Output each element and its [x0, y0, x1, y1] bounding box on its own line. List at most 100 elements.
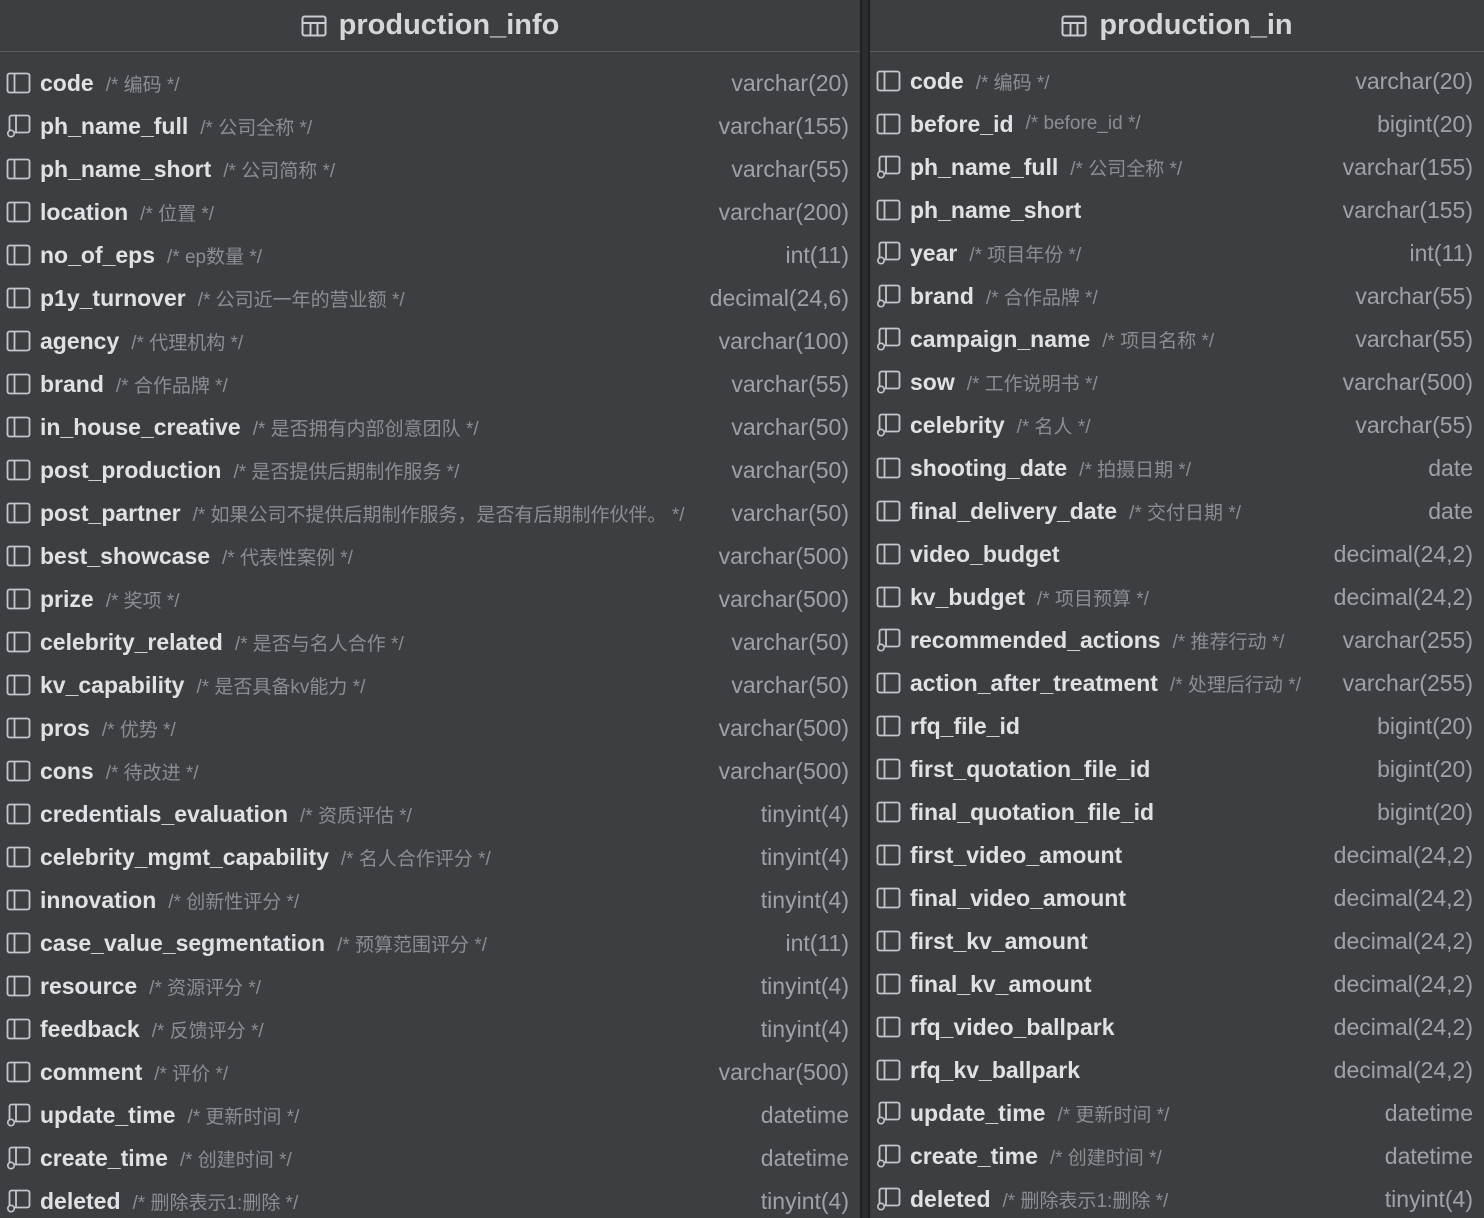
column-comment: /* 更新时间 */	[1057, 1104, 1170, 1126]
column-comment: /* ep数量 */	[167, 246, 263, 268]
column-row[interactable]: location/* 位置 */varchar(200)	[0, 191, 860, 234]
column-row[interactable]: case_value_segmentation/* 预算范围评分 */int(1…	[0, 922, 860, 965]
column-type: varchar(255)	[1342, 669, 1473, 696]
indexed-column-icon	[6, 114, 32, 138]
column-row[interactable]: action_after_treatment/* 处理后行动 */varchar…	[870, 662, 1484, 705]
column-row[interactable]: pros/* 优势 */varchar(500)	[0, 707, 860, 750]
column-row[interactable]: cons/* 待改进 */varchar(500)	[0, 750, 860, 793]
column-row[interactable]: create_time/* 创建时间 */datetime	[870, 1135, 1484, 1178]
column-comment: /* 创建时间 */	[1049, 1147, 1162, 1169]
column-name: deleted	[910, 1185, 991, 1212]
column-icon	[876, 499, 902, 523]
column-name: best_showcase	[40, 542, 211, 569]
column-row[interactable]: no_of_eps/* ep数量 */int(11)	[0, 234, 860, 277]
column-type: varchar(500)	[718, 542, 849, 569]
column-name: kv_capability	[40, 671, 185, 698]
column-type: decimal(24,2)	[1333, 1013, 1473, 1040]
column-icon	[876, 585, 902, 609]
column-row[interactable]: innovation/* 创新性评分 */tinyint(4)	[0, 879, 860, 922]
column-row[interactable]: brand/* 合作品牌 */varchar(55)	[870, 275, 1484, 318]
column-row[interactable]: deleted/* 删除表示1:删除 */tinyint(4)	[870, 1178, 1484, 1218]
column-row[interactable]: resource/* 资源评分 */tinyint(4)	[0, 965, 860, 1008]
column-type: varchar(155)	[1342, 153, 1473, 180]
column-name: final_video_amount	[910, 884, 1126, 911]
column-comment: /* 项目预算 */	[1037, 588, 1149, 610]
column-icon	[6, 243, 32, 267]
column-icon	[6, 544, 32, 568]
column-row[interactable]: agency/* 代理机构 */varchar(100)	[0, 320, 860, 363]
column-comment: /* 是否与名人合作 */	[234, 633, 404, 655]
column-row[interactable]: code/* 编码 */varchar(20)	[870, 60, 1484, 103]
column-icon	[6, 329, 32, 353]
column-row[interactable]: post_production/* 是否提供后期制作服务 */varchar(5…	[0, 449, 860, 492]
column-row[interactable]: kv_budget/* 项目预算 */decimal(24,2)	[870, 576, 1484, 619]
column-row[interactable]: comment/* 评价 */varchar(500)	[0, 1051, 860, 1094]
column-row[interactable]: shooting_date/* 拍摄日期 */date	[870, 447, 1484, 490]
column-comment: /* 是否具备kv能力 */	[196, 676, 366, 698]
column-row[interactable]: before_id/* before_id */bigint(20)	[870, 103, 1484, 146]
column-name: video_budget	[910, 540, 1060, 567]
column-row[interactable]: year/* 项目年份 */int(11)	[870, 232, 1484, 275]
column-row[interactable]: recommended_actions/* 推荐行动 */varchar(255…	[870, 619, 1484, 662]
column-name: final_delivery_date	[910, 497, 1118, 524]
column-type: varchar(500)	[718, 585, 849, 612]
column-row[interactable]: ph_name_short/* 公司简称 */varchar(55)	[0, 148, 860, 191]
column-comment: /* 编码 */	[975, 72, 1050, 94]
column-row[interactable]: brand/* 合作品牌 */varchar(55)	[0, 363, 860, 406]
column-name: action_after_treatment	[910, 669, 1158, 696]
column-name: first_video_amount	[910, 841, 1123, 868]
column-row[interactable]: kv_capability/* 是否具备kv能力 */varchar(50)	[0, 664, 860, 707]
column-type: tinyint(4)	[760, 1187, 849, 1214]
column-type: varchar(55)	[731, 155, 849, 182]
column-row[interactable]: prize/* 奖项 */varchar(500)	[0, 578, 860, 621]
column-row[interactable]: feedback/* 反馈评分 */tinyint(4)	[0, 1008, 860, 1051]
column-row[interactable]: p1y_turnover/* 公司近一年的营业额 */decimal(24,6)	[0, 277, 860, 320]
column-comment: /* 是否拥有内部创意团队 */	[252, 418, 479, 440]
column-name: credentials_evaluation	[40, 800, 288, 827]
column-type: datetime	[760, 1101, 849, 1128]
column-row[interactable]: credentials_evaluation/* 资质评估 */tinyint(…	[0, 793, 860, 836]
column-row[interactable]: celebrity/* 名人 */varchar(55)	[870, 404, 1484, 447]
column-row[interactable]: in_house_creative/* 是否拥有内部创意团队 */varchar…	[0, 406, 860, 449]
column-comment: /* 删除表示1:删除 */	[1002, 1190, 1169, 1212]
indexed-column-icon	[876, 1187, 902, 1211]
table-production-in[interactable]: production_in code/* 编码 */varchar(20)bef…	[868, 0, 1484, 1218]
column-row[interactable]: best_showcase/* 代表性案例 */varchar(500)	[0, 535, 860, 578]
column-type: tinyint(4)	[760, 1015, 849, 1042]
column-row[interactable]: deleted/* 删除表示1:删除 */tinyint(4)	[0, 1180, 860, 1218]
column-name: feedback	[40, 1015, 140, 1042]
table-header[interactable]: production_info	[0, 0, 860, 52]
column-name: ph_name_short	[40, 155, 212, 182]
table-production-info[interactable]: production_info code/* 编码 */varchar(20)p…	[0, 0, 862, 1218]
column-comment: /* 拍摄日期 */	[1079, 459, 1192, 481]
column-icon	[6, 974, 32, 998]
column-type: varchar(20)	[1355, 67, 1473, 94]
table-header[interactable]: production_in	[870, 0, 1484, 52]
column-row[interactable]: sow/* 工作说明书 */varchar(500)	[870, 361, 1484, 404]
column-row[interactable]: create_time/* 创建时间 */datetime	[0, 1137, 860, 1180]
column-row[interactable]: code/* 编码 */varchar(20)	[0, 62, 860, 105]
column-row[interactable]: update_time/* 更新时间 */datetime	[870, 1092, 1484, 1135]
column-row[interactable]: final_delivery_date/* 交付日期 */date	[870, 490, 1484, 533]
column-row[interactable]: update_time/* 更新时间 */datetime	[0, 1094, 860, 1137]
column-row[interactable]: ph_name_full/* 公司全称 */varchar(155)	[870, 146, 1484, 189]
column-row[interactable]: celebrity_related/* 是否与名人合作 */varchar(50…	[0, 621, 860, 664]
column-type: tinyint(4)	[760, 972, 849, 999]
column-row[interactable]: post_partner/* 如果公司不提供后期制作服务，是否有后期制作伙伴。 …	[0, 492, 860, 535]
column-row[interactable]: ph_name_full/* 公司全称 */varchar(155)	[0, 105, 860, 148]
column-row[interactable]: celebrity_mgmt_capability/* 名人合作评分 */tin…	[0, 836, 860, 879]
column-row[interactable]: campaign_name/* 项目名称 */varchar(55)	[870, 318, 1484, 361]
column-comment: /* 项目名称 */	[1102, 330, 1215, 352]
column-type: varchar(255)	[1342, 626, 1473, 653]
